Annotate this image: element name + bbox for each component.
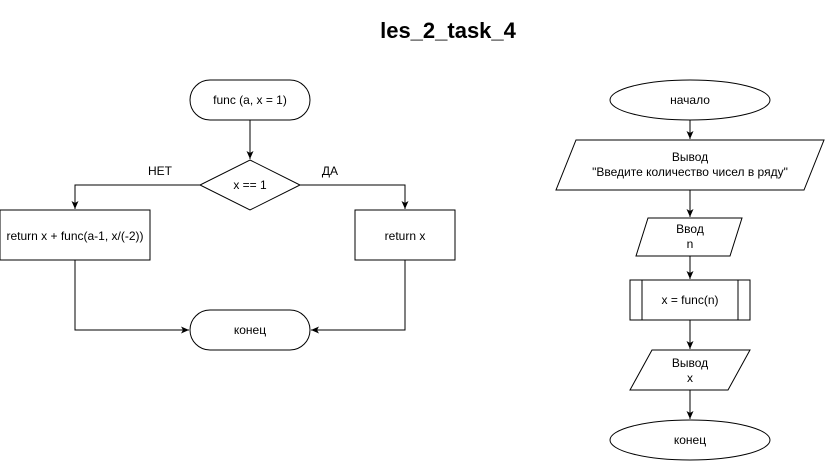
input-parallelogram: Ввод n [635,217,743,257]
predefined-process: x = func(n) [629,279,751,321]
input-line1: Ввод [676,222,704,236]
no-branch-process: return x + func(a-1, x/(-2)) [0,209,151,261]
yes-label: ДА [322,164,338,178]
no-branch-label: return x + func(a-1, x/(-2)) [6,229,143,243]
func-end-terminator: конец [189,309,311,351]
func-start-label: func (a, x = 1) [213,93,287,107]
output-result-parallelogram: Вывод x [629,349,751,391]
output1-line1: Вывод [672,150,708,164]
edge-no-to-end [74,260,189,334]
main-start-label: начало [670,93,710,107]
edge-no-branch [71,184,200,209]
no-label: НЕТ [148,164,173,178]
process-label: x = func(n) [661,293,718,307]
decision-label: x == 1 [233,178,267,192]
output2-line2: x [687,371,693,385]
output2-line1: Вывод [672,356,708,370]
main-start-terminator: начало [609,79,771,121]
decision-diamond: x == 1 [198,159,302,211]
main-end-terminator: конец [609,419,771,461]
func-start-terminator: func (a, x = 1) [189,79,311,121]
output1-line2: "Введите количество чисел в ряду" [592,165,788,179]
input-line2: n [687,237,694,251]
diagram-title: les_2_task_4 [380,18,517,43]
main-end-label: конец [674,433,706,447]
output-prompt-parallelogram: Вывод "Введите количество чисел в ряду" [555,139,825,191]
yes-branch-label: return x [385,229,426,243]
yes-branch-process: return x [354,209,456,261]
edge-yes-to-end [311,260,406,334]
edge-yes-branch [300,184,409,209]
func-end-label: конец [234,323,266,337]
